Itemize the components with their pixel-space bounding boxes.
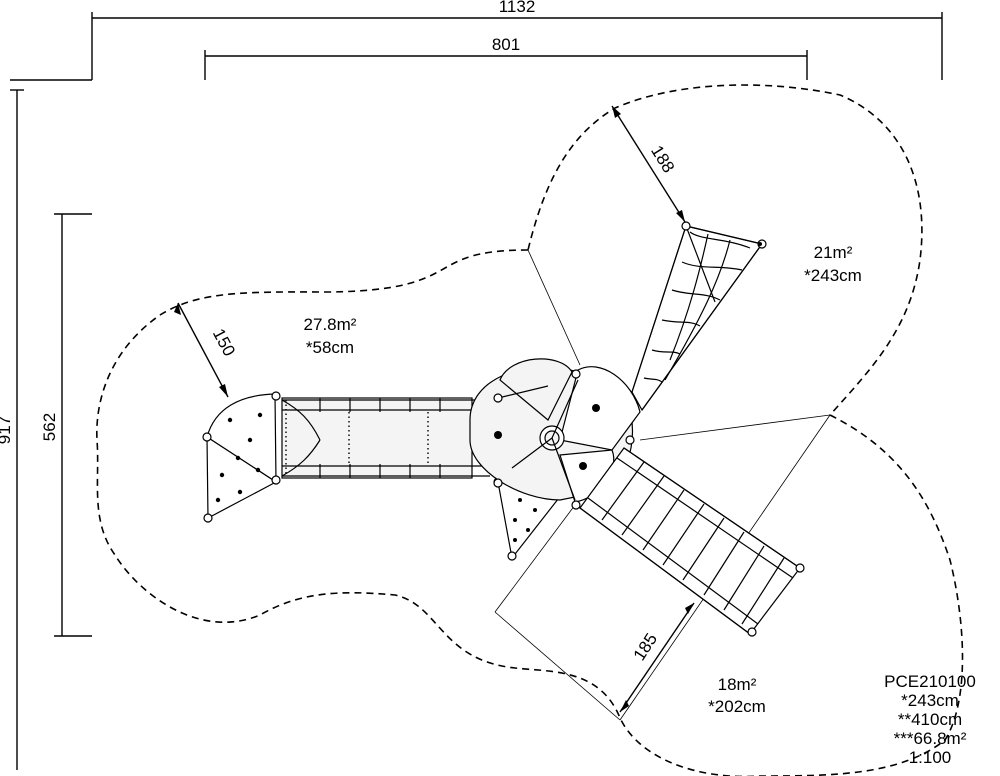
free-height: *243cm — [901, 691, 959, 710]
model-code: PCE210100 — [884, 672, 976, 691]
zone-left-area: 27.8m² — [304, 315, 357, 334]
clearance-dimension-climber — [174, 302, 229, 398]
clearance-dimension-net-label: 188 — [647, 142, 678, 176]
clearance-dimension-net — [611, 105, 686, 223]
safety-zone-outline — [96, 84, 964, 776]
bridge — [281, 397, 490, 479]
dimension-equipment-width-label: 801 — [492, 35, 520, 54]
dimension-equipment-width — [204, 50, 808, 80]
zone-left-fall-height: *58cm — [306, 338, 354, 357]
product-info-block: PCE210100 *243cm **410cm ***66.8m² 1:100 — [860, 672, 1000, 767]
dimension-equipment-depth — [54, 213, 92, 637]
zone-top-right-fall-height: *243cm — [804, 266, 862, 285]
zone-top-right-area: 21m² — [814, 243, 853, 262]
dimension-equipment-depth-label: 562 — [40, 413, 59, 441]
scale: 1:100 — [908, 748, 952, 767]
clearance-dimension-climber-label: 150 — [209, 325, 239, 359]
dimension-overall-depth — [10, 89, 24, 770]
zone-bottom-fall-height: *202cm — [708, 697, 766, 716]
total-height: **410cm — [897, 710, 963, 729]
total-area: ***66.8m² — [893, 729, 967, 748]
zone-bottom-area: 18m² — [718, 675, 757, 694]
tower-main — [469, 358, 641, 510]
climbing-net — [631, 221, 767, 412]
dimension-overall-depth-label: 917 — [0, 416, 14, 444]
ladder — [579, 447, 805, 637]
dimension-overall-width — [10, 12, 943, 81]
dimension-overall-width-label: 1132 — [499, 0, 536, 16]
clearance-dimension-ladder — [619, 602, 695, 713]
climbing-wall-left — [202, 391, 281, 523]
